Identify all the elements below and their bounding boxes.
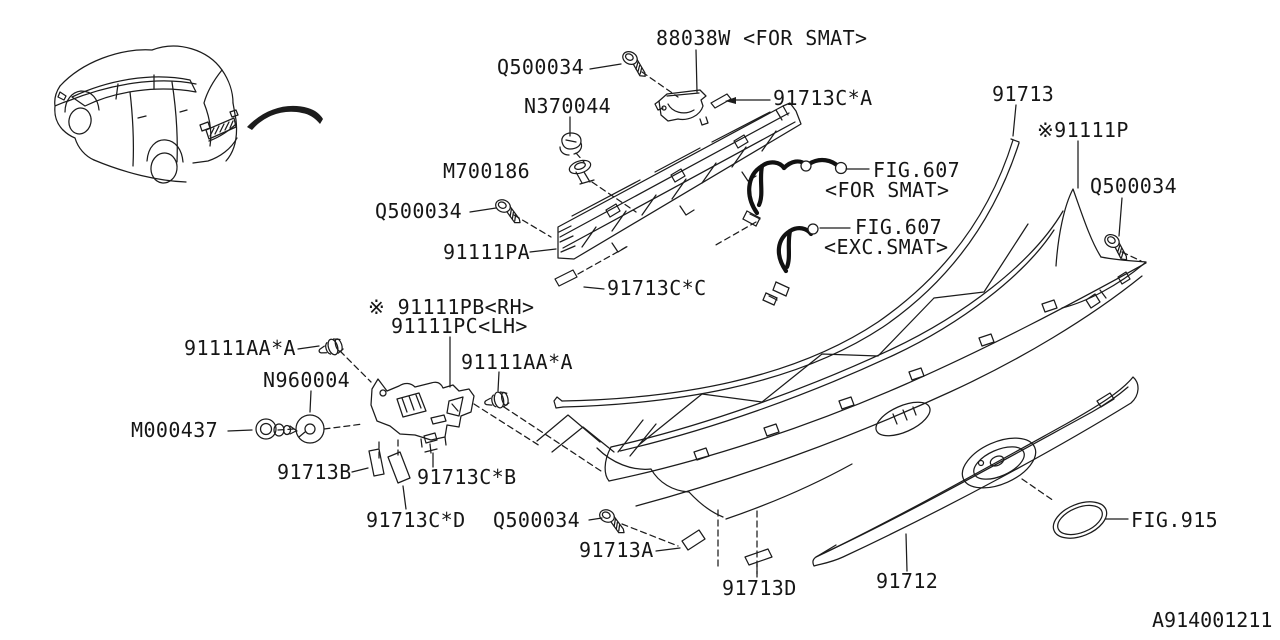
label-fig607-exc-1: FIG.607 [855, 215, 942, 239]
label-fig915: FIG.915 [1131, 508, 1218, 532]
label-91713d: 91713D [722, 576, 797, 600]
part-labels: 88038W <FOR SMAT> Q500034 91713 91713C*A N37… [131, 26, 1218, 600]
corner-section-drawing [536, 414, 853, 520]
label-q500034-bottom: Q500034 [493, 508, 580, 532]
label-91111pa: 91111PA [443, 240, 530, 264]
label-91713c-a: 91713C*A [773, 86, 873, 110]
label-91713b: 91713B [277, 460, 352, 484]
label-fig607-smat-1: FIG.607 [873, 158, 960, 182]
screw-q500034-bottom-drawing [595, 507, 631, 536]
label-q500034-right: Q500034 [1090, 174, 1177, 198]
label-91111aa-left: 91111AA*A [184, 336, 296, 360]
screw-q500034-left-drawing [491, 197, 527, 226]
dashed-leader-lines [277, 71, 1142, 575]
label-91111aa-right: 91111AA*A [461, 350, 573, 374]
screw-q500034-right-drawing [1099, 231, 1135, 263]
grommet-m700186-drawing [568, 159, 595, 185]
emblem-fig915-drawing [1052, 501, 1108, 539]
label-91111pb: ※ 91111PB<RH> [368, 295, 534, 319]
label-91713c-c: 91713C*C [607, 276, 707, 300]
harness-exc-smat-drawing [762, 223, 819, 306]
clip-91111aa-left-drawing [316, 335, 345, 360]
label-91111pc: 91111PC<LH> [391, 314, 528, 338]
label-n370044: N370044 [524, 94, 611, 118]
label-91712: 91712 [876, 569, 938, 593]
antenna-bracket-88038w-drawing [654, 89, 709, 126]
nut-n960004-drawing [295, 414, 325, 444]
harness-for-smat-drawing [742, 157, 848, 227]
screw-q500034-top-drawing [617, 48, 653, 79]
label-91713c-d: 91713C*D [366, 508, 466, 532]
label-q500034-left: Q500034 [375, 199, 462, 223]
label-m000437: M000437 [131, 418, 218, 442]
label-88038w: 88038W <FOR SMAT> [656, 26, 868, 50]
label-91713a: 91713A [579, 538, 654, 562]
bracket-91111pb-drawing [370, 378, 475, 448]
label-91713: 91713 [992, 82, 1054, 106]
garnish-91111pa-drawing [557, 102, 802, 260]
label-q500034-top: Q500034 [497, 55, 584, 79]
label-91111p: ※91111P [1037, 118, 1129, 142]
panel-91111p-drawing [604, 188, 1147, 507]
label-91713c-b: 91713C*B [417, 465, 517, 489]
location-arrow [247, 105, 323, 130]
label-m700186: M700186 [443, 159, 530, 183]
label-fig607-smat-2: <FOR SMAT> [825, 178, 949, 202]
arrowhead-91713ca [725, 97, 736, 104]
car-illustration [54, 45, 239, 184]
label-fig607-exc-2: <EXC.SMAT> [824, 235, 948, 259]
garnish-91712-drawing [812, 376, 1139, 567]
diagram-code: A914001211 [1152, 608, 1272, 632]
solid-leader-lines [227, 49, 1129, 578]
label-n960004: N960004 [263, 368, 350, 392]
molding-91713-drawing [553, 138, 1020, 409]
tape-pieces-drawing [368, 269, 773, 566]
nut-n370044-drawing [559, 132, 583, 156]
